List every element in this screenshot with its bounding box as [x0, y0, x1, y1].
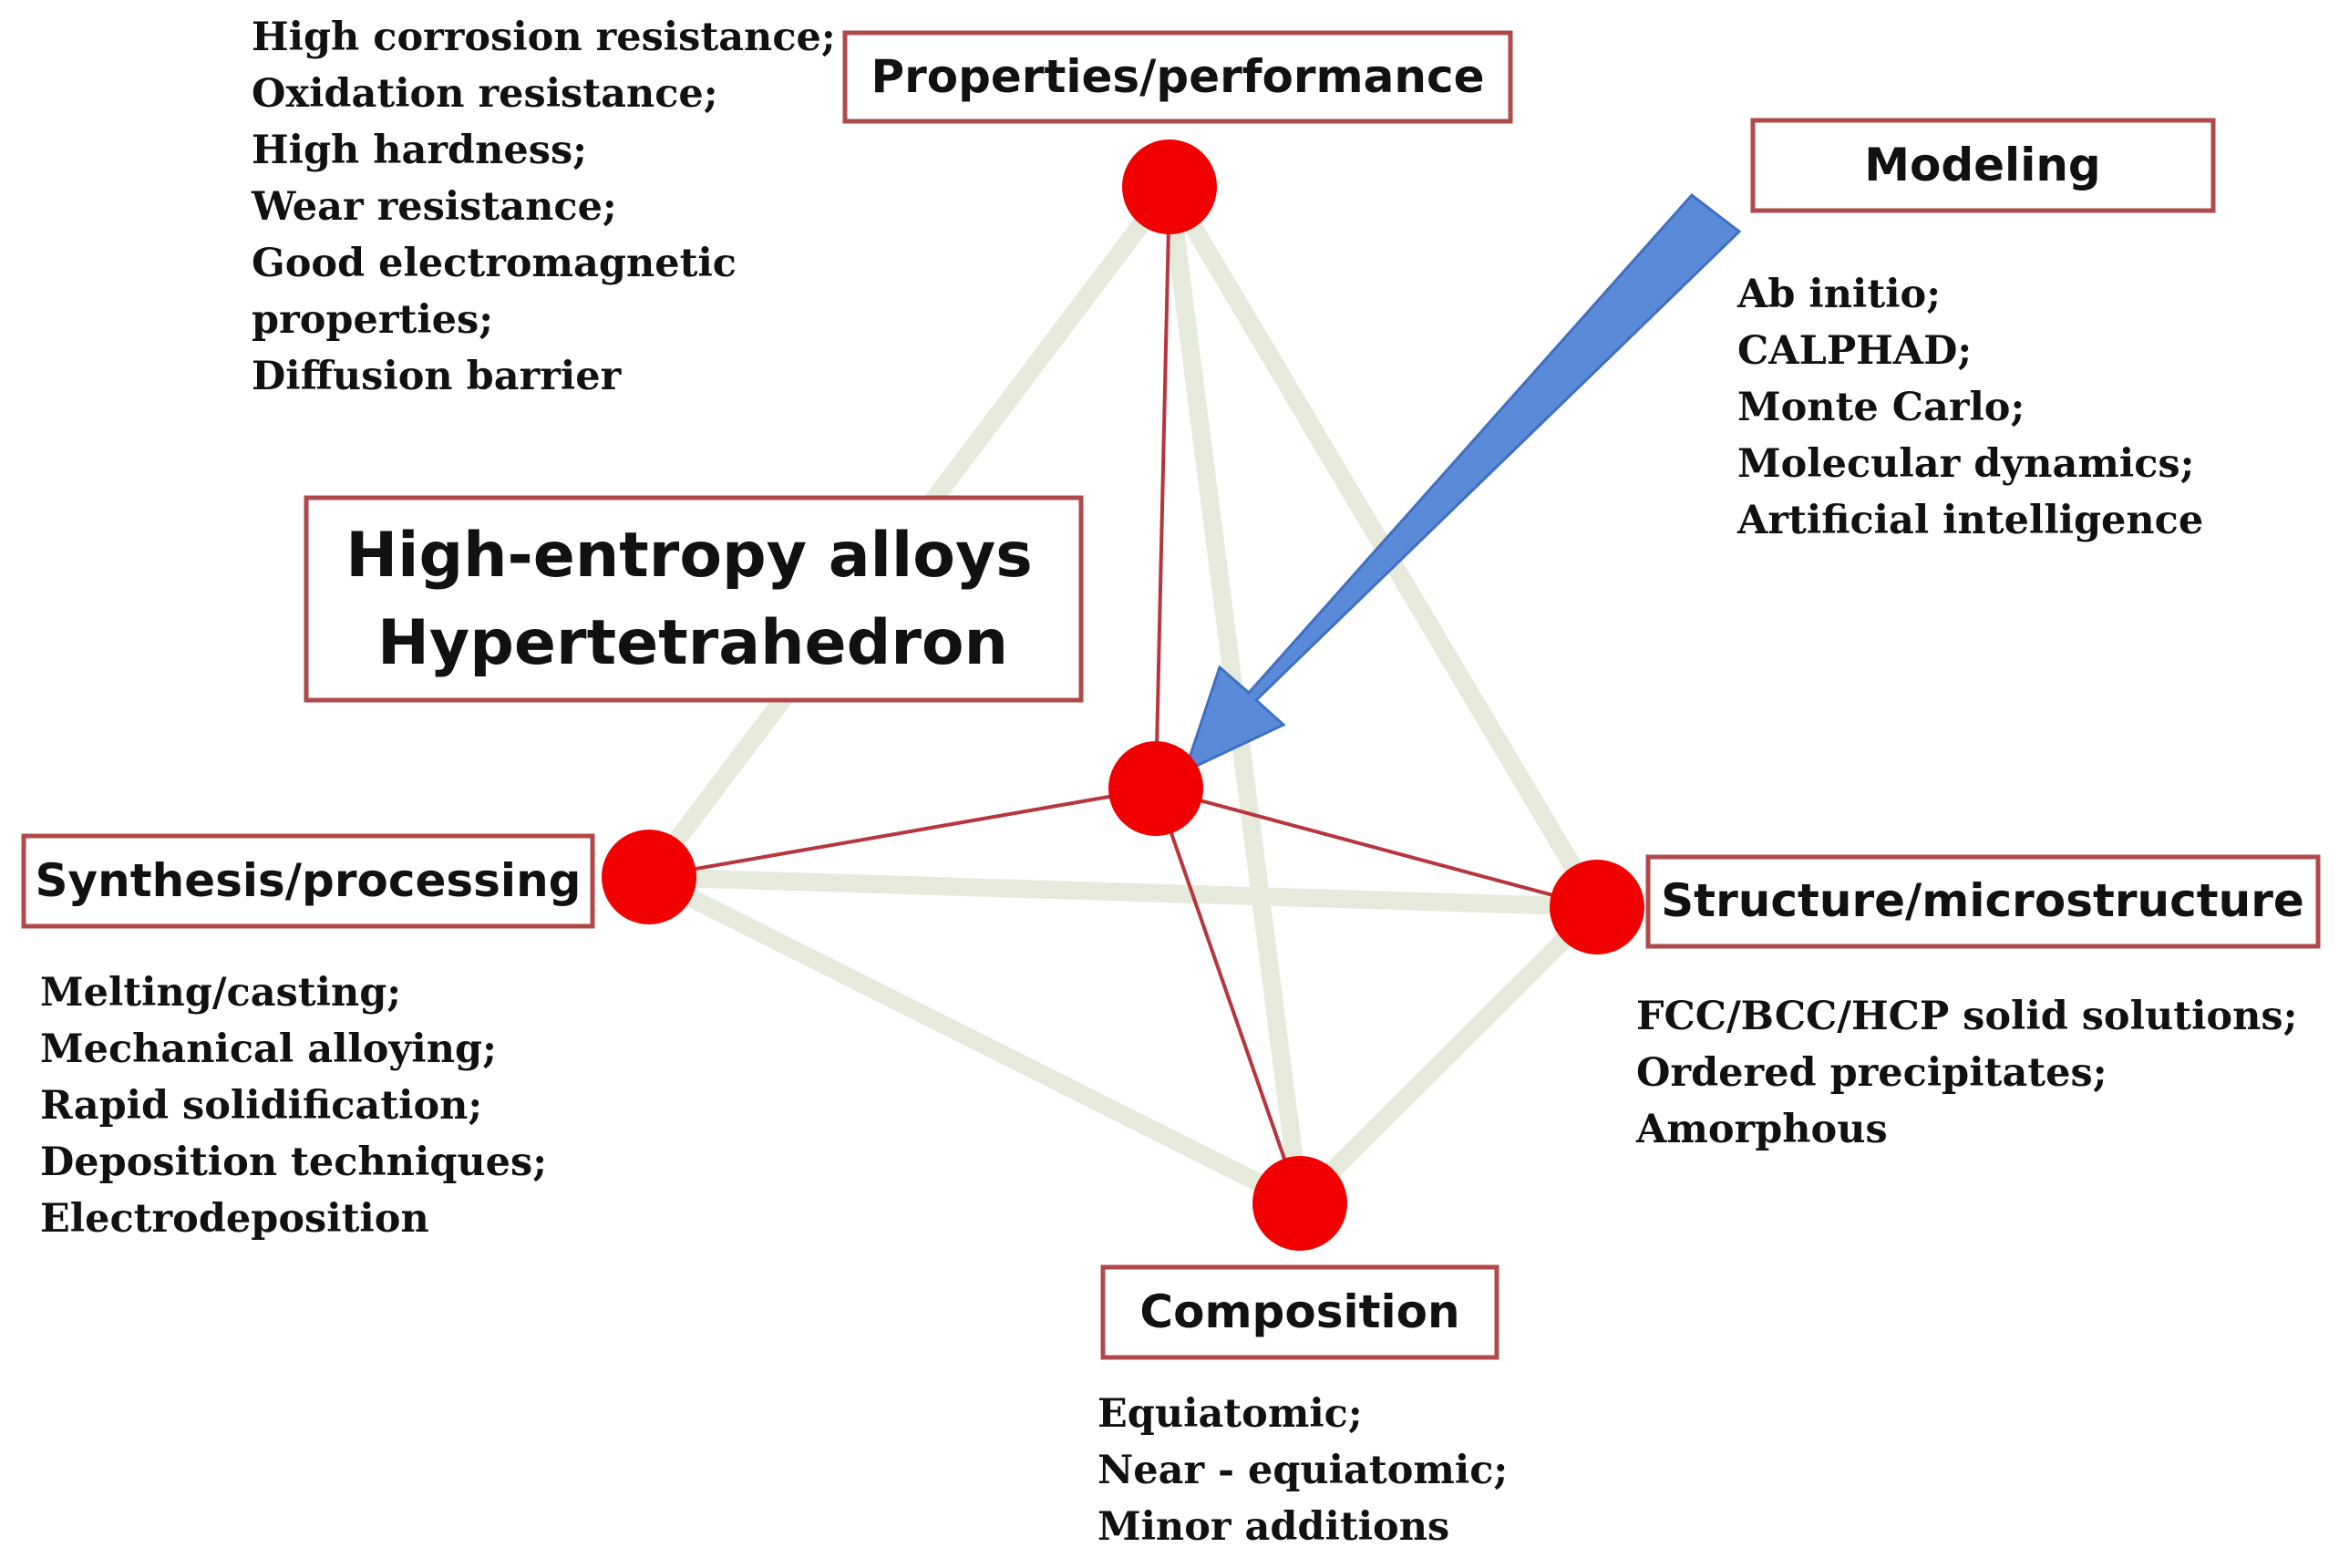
properties-box: Properties/performance — [842, 30, 1513, 124]
properties-list: High corrosion resistance; Oxidation resi… — [252, 9, 836, 405]
list-item: Deposition techniques; — [40, 1140, 548, 1185]
nodes — [602, 139, 1644, 1251]
list-item: Oxidation resistance; — [252, 71, 718, 117]
synthesis-box: Synthesis/processing — [21, 833, 595, 929]
list-item: Diffusion barrier — [252, 354, 622, 399]
list-item: Rapid solidification; — [40, 1083, 483, 1129]
list-item: Amorphous — [1636, 1107, 1888, 1152]
properties-label: Properties/performance — [871, 50, 1484, 103]
node-properties — [1122, 139, 1217, 234]
list-item: High hardness; — [252, 128, 588, 173]
modeling-box: Modeling — [1750, 118, 2216, 213]
node-synthesis — [602, 830, 696, 924]
inner-edges — [648, 186, 1598, 1204]
list-item: Mechanical alloying; — [40, 1026, 497, 1072]
list-item: CALPHAD; — [1737, 328, 1973, 374]
edge-center-left — [648, 787, 1157, 879]
node-structure — [1550, 860, 1644, 954]
composition-box: Composition — [1100, 1264, 1499, 1360]
title-line-1: High-entropy alloys — [345, 520, 1033, 592]
structure-list: FCC/BCC/HCP solid solutions; Ordered prec… — [1636, 988, 2297, 1158]
list-item: properties; — [252, 297, 494, 343]
list-item: Monte Carlo; — [1737, 385, 2025, 430]
list-item: Melting/casting; — [40, 970, 402, 1016]
structure-label: Structure/microstructure — [1661, 874, 2304, 927]
list-item: High corrosion resistance; — [252, 15, 836, 60]
list-item: Near - equiatomic; — [1097, 1448, 1509, 1493]
edge-center-top — [1154, 186, 1171, 789]
list-item: Molecular dynamics; — [1737, 441, 2195, 487]
edge-left-bottom — [640, 868, 1309, 1212]
edge-right-bottom — [1291, 898, 1606, 1212]
modeling-list: Ab initio; CALPHAD; Monte Carlo; Molecular … — [1737, 266, 2203, 549]
node-composition — [1252, 1156, 1347, 1251]
list-item: Artificial intelligence — [1737, 498, 2204, 543]
list-item: Ordered precipitates; — [1636, 1050, 2107, 1096]
list-item: Good electromagnetic — [252, 241, 737, 286]
node-center — [1108, 741, 1203, 836]
modeling-label: Modeling — [1864, 139, 2100, 191]
list-item: Electrodeposition — [40, 1196, 429, 1242]
composition-label: Composition — [1139, 1285, 1459, 1338]
title-box: High-entropy alloys Hypertetrahedron — [304, 495, 1084, 703]
list-item: Minor additions — [1097, 1504, 1450, 1550]
edge-left-right — [640, 868, 1606, 916]
edge-center-bottom — [1154, 788, 1302, 1204]
modeling-arrow — [1182, 192, 1742, 774]
composition-list: Equiatomic; Near - equiatomic; Minor addit… — [1097, 1386, 1508, 1555]
synthesis-list: Melting/casting; Mechanical alloying; Rapi… — [40, 965, 547, 1247]
structure-box: Structure/microstructure — [1645, 854, 2321, 949]
list-item: Wear resistance; — [252, 184, 617, 230]
list-item: Equiatomic; — [1097, 1391, 1363, 1437]
list-item: FCC/BCC/HCP solid solutions; — [1636, 994, 2298, 1039]
title-line-2: Hypertetrahedron — [377, 607, 1008, 679]
synthesis-label: Synthesis/processing — [36, 854, 582, 907]
list-item: Ab initio; — [1737, 272, 1942, 317]
edge-center-right — [1155, 787, 1598, 909]
